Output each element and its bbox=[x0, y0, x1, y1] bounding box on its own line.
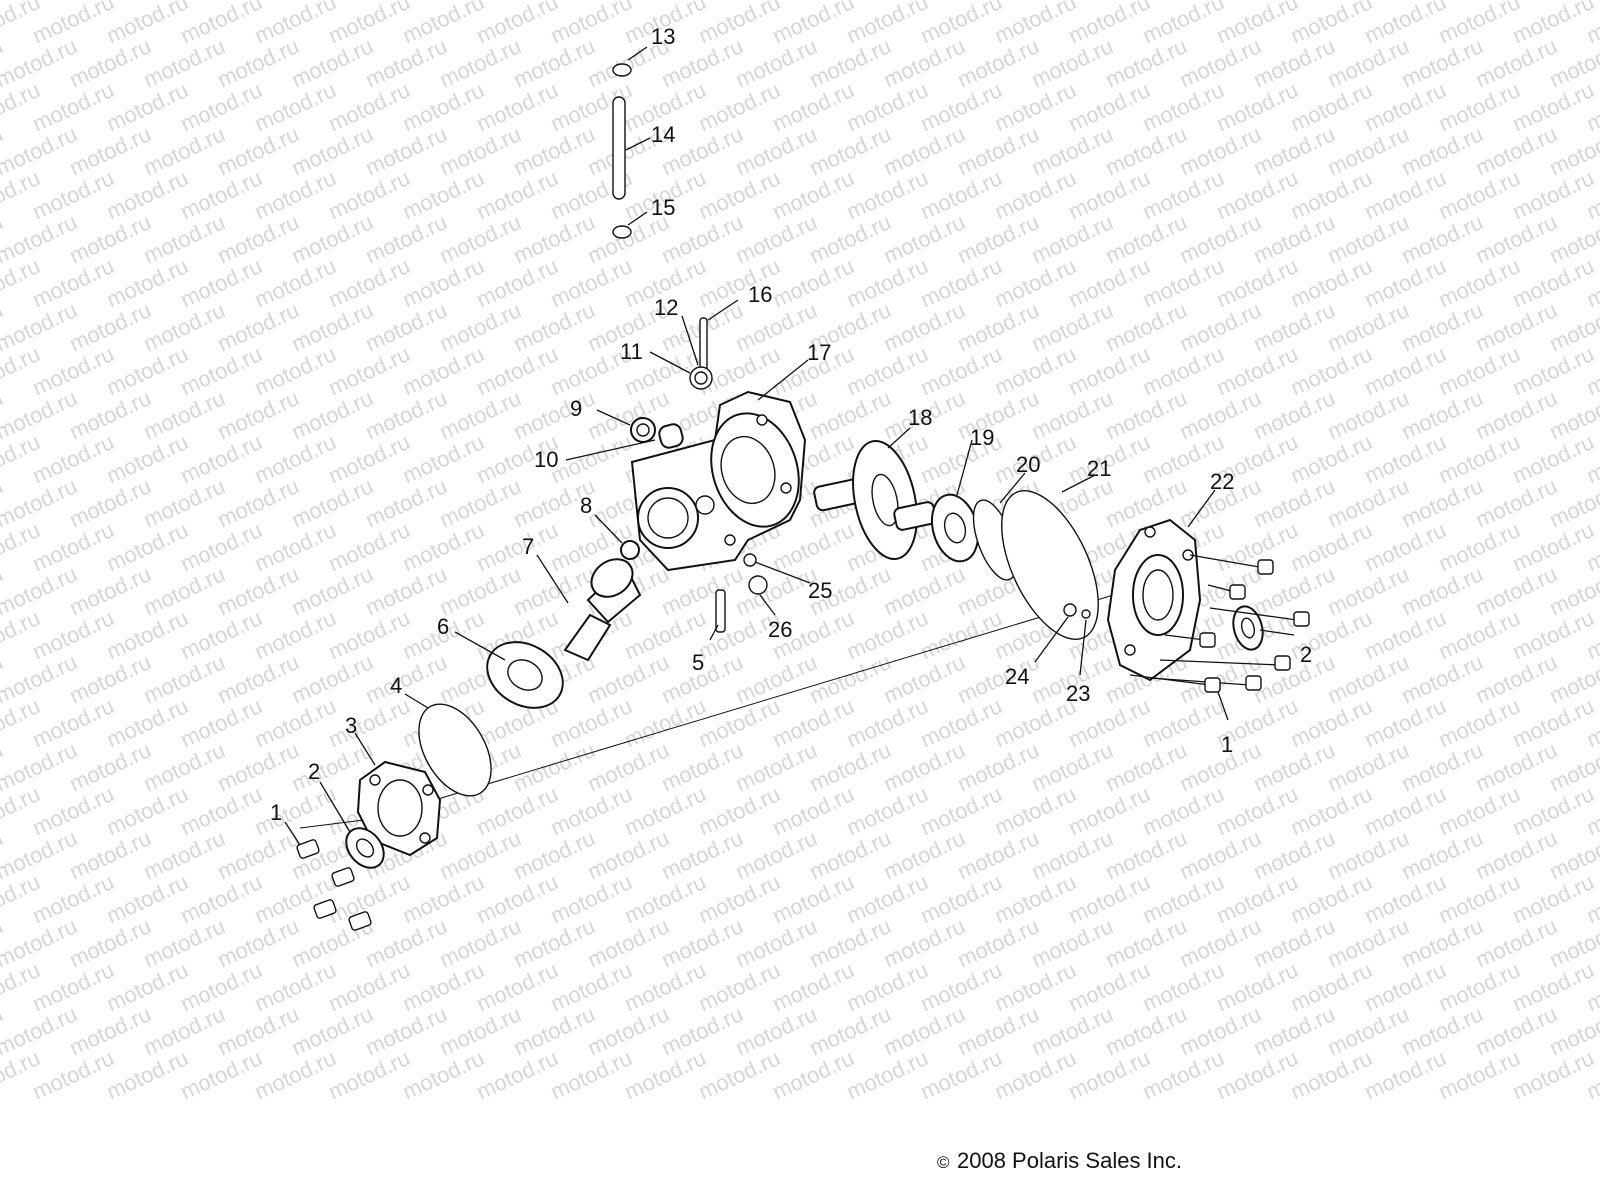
callout-26: 26 bbox=[768, 617, 792, 642]
callout-7: 7 bbox=[522, 534, 534, 559]
callout-4: 4 bbox=[390, 673, 402, 698]
callout-19: 19 bbox=[970, 425, 994, 450]
copyright-text: 2008 Polaris Sales Inc. bbox=[957, 1148, 1182, 1173]
part-18-ring-gear bbox=[813, 439, 937, 561]
callout-9: 9 bbox=[570, 396, 582, 421]
callout-labels: 13 14 15 16 12 11 17 9 10 18 19 20 21 22… bbox=[270, 24, 1312, 825]
callout-12: 12 bbox=[654, 295, 678, 320]
callout-17: 17 bbox=[807, 340, 831, 365]
part-17-housing bbox=[630, 390, 807, 572]
callout-6: 6 bbox=[437, 614, 449, 639]
callout-1-right: 1 bbox=[1221, 732, 1233, 757]
part-15-cap bbox=[612, 225, 632, 239]
callout-22: 22 bbox=[1210, 469, 1234, 494]
callout-8: 8 bbox=[580, 493, 592, 518]
part-10-bearing bbox=[658, 423, 684, 449]
part-14-pin bbox=[612, 96, 626, 200]
part-1-bolts-left bbox=[296, 839, 372, 931]
callout-20: 20 bbox=[1016, 452, 1040, 477]
callout-2-left: 2 bbox=[308, 759, 320, 784]
part-6-bearing bbox=[486, 641, 564, 709]
callout-5: 5 bbox=[692, 650, 704, 675]
callout-13: 13 bbox=[651, 24, 675, 49]
copyright-notice: © 2008 Polaris Sales Inc. bbox=[937, 1148, 1182, 1173]
pin-assembly bbox=[612, 63, 632, 239]
callout-10: 10 bbox=[534, 447, 558, 472]
part-3-cover bbox=[356, 760, 442, 857]
part-1-bolts-right bbox=[1129, 554, 1310, 693]
callout-25: 25 bbox=[808, 578, 832, 603]
callout-2-right: 2 bbox=[1300, 642, 1312, 667]
part-2-seal-left bbox=[345, 827, 385, 869]
part-5-bolt bbox=[715, 589, 726, 633]
callout-11: 11 bbox=[620, 339, 643, 364]
part-7-pinion-shaft bbox=[563, 558, 642, 662]
part-23-washer bbox=[1081, 609, 1091, 619]
callout-14: 14 bbox=[651, 122, 675, 147]
part-25-washer bbox=[743, 553, 757, 567]
part-4-o-ring bbox=[418, 703, 492, 797]
lower-small-parts bbox=[715, 553, 768, 633]
callout-18: 18 bbox=[908, 405, 932, 430]
drain-parts bbox=[1063, 603, 1091, 619]
part-24-plug bbox=[1063, 603, 1077, 617]
callout-23: 23 bbox=[1066, 681, 1090, 706]
part-8-bushing bbox=[620, 540, 640, 560]
watermark-layer: motod.rumotod.rumotod.rumotod.rumotod.ru… bbox=[0, 0, 1600, 1105]
part-13-cap bbox=[612, 63, 632, 77]
upper-small-parts bbox=[630, 317, 713, 449]
callout-1-left: 1 bbox=[270, 800, 282, 825]
callout-15: 15 bbox=[651, 195, 675, 220]
part-19-bearing bbox=[930, 493, 980, 563]
leader-lines bbox=[284, 46, 1295, 846]
part-2-seal-right bbox=[1232, 605, 1264, 651]
part-22-end-cover bbox=[1106, 518, 1202, 682]
callout-21: 21 bbox=[1087, 456, 1111, 481]
callout-24: 24 bbox=[1005, 664, 1029, 689]
copyright-symbol: © bbox=[937, 1153, 950, 1172]
callout-16: 16 bbox=[748, 282, 772, 307]
part-26-plug bbox=[748, 575, 768, 595]
callout-3: 3 bbox=[345, 713, 357, 738]
